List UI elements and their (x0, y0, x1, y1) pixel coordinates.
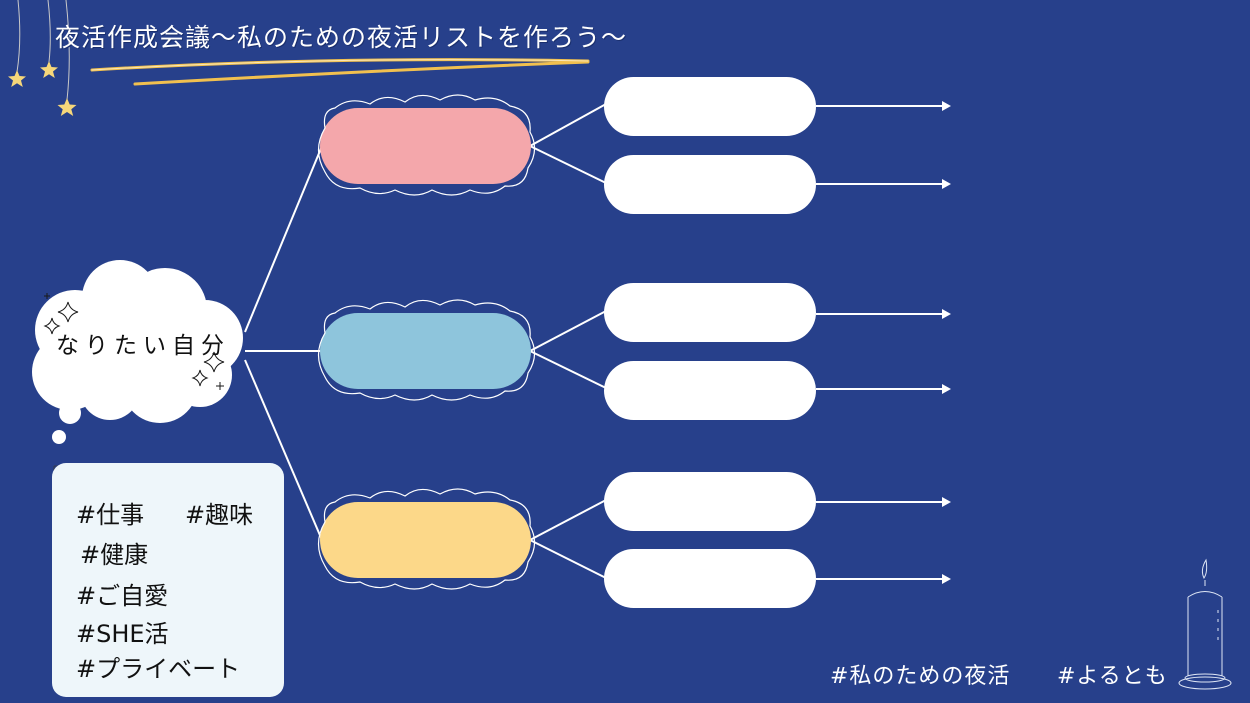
sub-item-box[interactable] (604, 283, 816, 342)
title-underline (90, 58, 590, 86)
sub-item-box[interactable] (604, 472, 816, 531)
goal-thought-cloud (32, 260, 243, 444)
sub-item-box[interactable] (604, 549, 816, 608)
star-icon (57, 98, 77, 116)
footer-hashtag-yokatsu: #私のための夜活 (830, 664, 1011, 689)
tag-private: #プライベート (76, 655, 241, 683)
star-icon (8, 70, 26, 87)
sub-item-box[interactable] (604, 361, 816, 420)
sub-item-box[interactable] (604, 77, 816, 136)
candle-icon (1178, 558, 1232, 690)
category-node-1[interactable] (317, 94, 536, 196)
footer-hashtag-yorutomo: #よるとも (1057, 664, 1168, 689)
tag-hobby: #趣味 (185, 501, 254, 529)
tag-self-care: #ご自愛 (76, 582, 169, 610)
tag-she-katsu: #SHE活 (76, 620, 169, 648)
branch-lines (244, 103, 607, 579)
tag-health: #健康 (80, 541, 149, 569)
sub-items (604, 77, 816, 608)
goal-label[interactable]: なりたい自分 (56, 333, 230, 359)
hashtag-panel (52, 463, 284, 697)
tag-work: #仕事 (76, 501, 145, 529)
hanging-stars-decoration (8, 0, 77, 116)
star-icon (40, 61, 58, 78)
category-node-2[interactable] (317, 299, 536, 401)
sub-item-box[interactable] (604, 155, 816, 214)
page-title: 夜活作成会議〜私のための夜活リストを作ろう〜 (55, 23, 628, 52)
arrow-icons (816, 101, 951, 584)
sparkle-icons (43, 293, 225, 390)
category-node-3[interactable] (317, 488, 536, 590)
